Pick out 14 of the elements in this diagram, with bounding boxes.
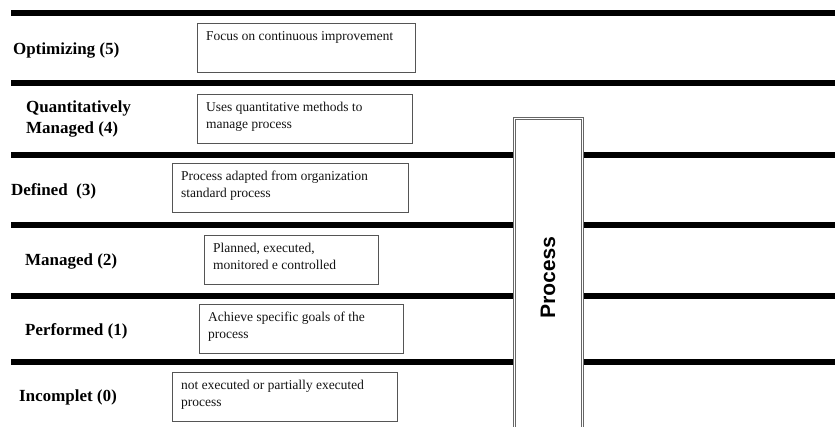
description-box: Planned, executed, monitored e controlled (204, 235, 379, 285)
description-box: Achieve specific goals of the process (199, 304, 404, 354)
level-name: Managed (2) (25, 249, 118, 270)
description-box: Process adapted from organization standard process (172, 163, 409, 213)
level-name: Quantitatively Managed (4) (26, 96, 132, 138)
description-box: Focus on continuous improvement (197, 23, 416, 73)
level-name: Incomplet (0) (19, 385, 117, 406)
level-name: Optimizing (5) (13, 38, 120, 59)
process-label: Process (536, 236, 560, 318)
description-box: Uses quantitative methods to manage process (197, 94, 413, 144)
description-box: not executed or partially executed process (172, 372, 398, 422)
level-name: Performed (1) (25, 319, 128, 340)
process-bar (513, 117, 584, 427)
level-name: Defined (3) (11, 179, 96, 200)
